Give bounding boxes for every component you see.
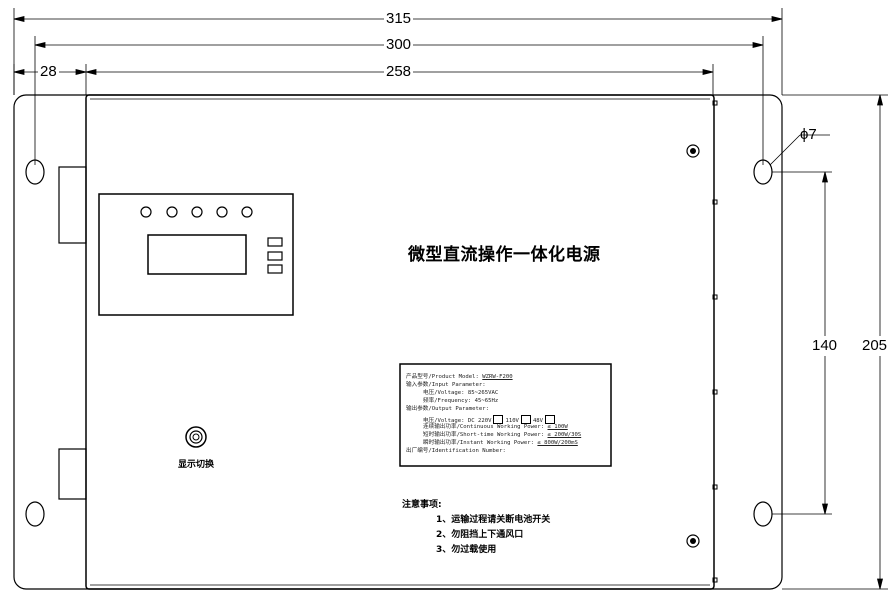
dim-label-205: 205 (862, 336, 888, 356)
dim-leader-hole (769, 134, 830, 166)
display-switch-knob (185, 426, 207, 448)
screw-bottom (686, 534, 700, 548)
dim-line-28-258 (13, 64, 714, 95)
panel-keys (267, 237, 283, 274)
dim-label-hole-diameter: ϕ7 (800, 126, 817, 143)
plate-voltage-label: 电压/Voltage: (423, 390, 465, 396)
dim-label-258: 258 (384, 63, 414, 80)
screw-top (686, 144, 700, 158)
note-item: 1、运输过程请关断电池开关 (436, 515, 551, 525)
mounting-hole-bottom-right (753, 501, 773, 527)
plate-voltage-value: 85~265VAC (467, 390, 499, 396)
side-tab-top (58, 166, 87, 244)
checkbox-110v (520, 415, 531, 424)
plate-output-label: 输出参数/Output Parameter: (406, 406, 489, 412)
side-tab-bottom (58, 448, 87, 500)
dim-line-300 (34, 36, 764, 165)
dim-label-315: 315 (384, 10, 414, 27)
plate-output-48: 48V (532, 418, 544, 424)
nameplate: 产品型号/Product Model: WZRW-F200 输入参数/Input… (403, 366, 610, 464)
plate-serial-label: 出厂编号/Identification Number: (406, 448, 506, 454)
note-item: 3、勿过载使用 (436, 545, 497, 555)
plate-input-label: 输入参数/Input Parameter: (406, 382, 486, 388)
indicator-leds (140, 206, 253, 218)
plate-output-220: DC 220V (467, 418, 492, 424)
plate-instant-label: 瞬时输出功率/Instant Working Power: (423, 440, 535, 446)
plate-model-label: 产品型号/Product Model: (406, 374, 479, 380)
plate-output-110: 110V (505, 418, 519, 424)
product-title: 微型直流操作一体化电源 (408, 245, 601, 265)
checkbox-48v (545, 415, 556, 424)
precautions-notes: 注意事项: 1、运输过程请关断电池开关 2、勿阻挡上下通风口 3、勿过载使用 (402, 498, 550, 558)
dim-label-28: 28 (38, 63, 59, 80)
notes-heading: 注意事项: (402, 500, 442, 510)
lcd-screen (147, 234, 247, 275)
plate-continuous-value: ≤ 100W (547, 424, 568, 430)
mounting-plate-outline (13, 94, 783, 590)
nameplate-outline (399, 363, 612, 467)
checkbox-220v (493, 415, 504, 424)
mounting-hole-bottom-left (25, 501, 45, 527)
vent-marks (712, 100, 718, 583)
display-panel (98, 193, 294, 316)
dim-label-140: 140 (812, 336, 838, 356)
display-switch-label: 显示切换 (178, 460, 215, 470)
note-item: 2、勿阻挡上下通风口 (436, 530, 524, 540)
plate-continuous-label: 连续输出功率/Continuous Working Power: (423, 424, 545, 430)
plate-frequency-value: 45~65Hz (474, 398, 499, 404)
plate-model-value: WZRW-F200 (482, 374, 513, 380)
plate-output-voltage-label: 电压/Voltage: (423, 418, 465, 424)
plate-shorttime-label: 短时输出功率/Short-time Working Power: (423, 432, 545, 438)
plate-shorttime-value: ≤ 200W/30S (547, 432, 582, 438)
plate-frequency-label: 频率/Frequency: (423, 398, 472, 404)
plate-instant-value: ≤ 800W/200mS (537, 440, 578, 446)
enclosure-body-outline (85, 94, 715, 590)
dim-label-300: 300 (384, 36, 414, 53)
